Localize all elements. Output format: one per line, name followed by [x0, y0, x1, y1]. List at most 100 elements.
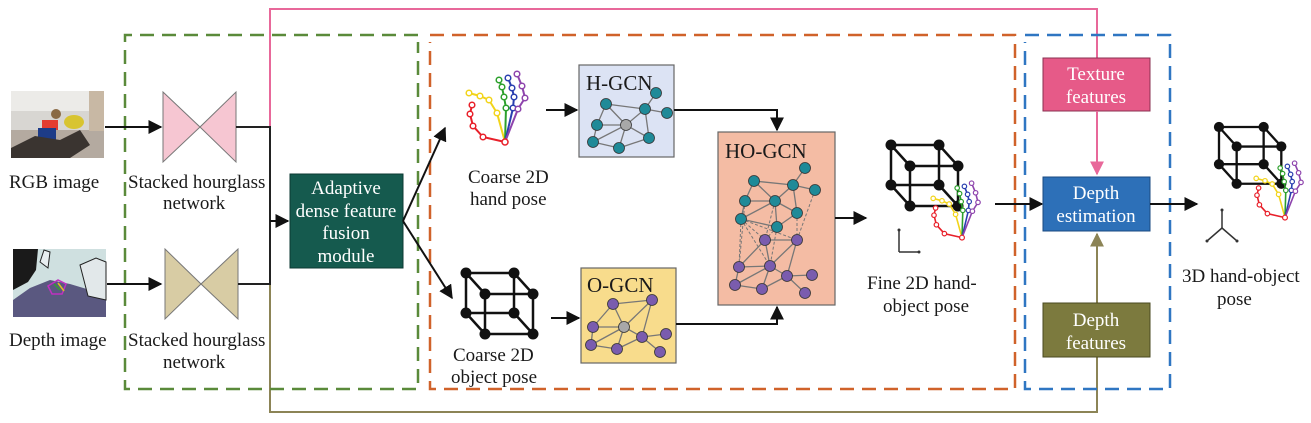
graph-node	[791, 234, 803, 246]
finger-joint	[479, 133, 487, 141]
finger-joint	[946, 201, 953, 207]
depth-features-box	[1042, 302, 1151, 358]
finger-joint	[932, 205, 939, 211]
cube-vertex	[885, 139, 897, 151]
graph-node	[587, 136, 599, 148]
wrist-joint	[1282, 214, 1289, 221]
rgb-image-thumbnail	[11, 91, 104, 158]
finger-joint	[495, 76, 503, 84]
ogcn-box	[580, 267, 677, 364]
output-label-line2: pose	[1217, 289, 1252, 310]
finger-joint	[975, 199, 981, 206]
cube-vertex	[1231, 141, 1242, 152]
coarse-object-cube	[460, 267, 539, 340]
finger-joint	[966, 198, 973, 205]
2d-axes-icon	[897, 228, 921, 254]
finger-joint	[954, 185, 961, 191]
hogcn-label: HO-GCN	[725, 139, 807, 163]
finger-joint	[476, 92, 484, 100]
finger-joint	[513, 70, 521, 78]
fusion-to-object-arrow	[402, 220, 453, 300]
finger-joint	[1264, 210, 1271, 217]
graph-dashed-edge	[769, 226, 778, 267]
graph-node	[739, 195, 751, 207]
texture-features-label-line1: Texture	[1067, 64, 1125, 85]
finger-joint	[468, 101, 476, 109]
graph-node	[799, 162, 811, 174]
depth-estimation-box	[1042, 176, 1151, 232]
finger-joint	[469, 122, 477, 130]
graph-node	[661, 107, 673, 119]
finger-joint	[1287, 171, 1294, 178]
fusion-label-line2: dense feature	[296, 201, 397, 222]
cube-vertex	[1213, 159, 1225, 170]
depth-features-label-line1: Depth	[1073, 310, 1120, 331]
finger-joint	[930, 195, 937, 202]
graph-node	[585, 339, 597, 351]
depth-estimation-label-line2: estimation	[1056, 206, 1136, 227]
fusion-label-line1: Adaptive	[311, 178, 381, 199]
finger-joint	[466, 110, 474, 118]
coarse-hand-label-line1: Coarse 2D	[468, 167, 549, 188]
graph-edge	[612, 299, 653, 305]
depth-feature-bus	[269, 263, 1098, 413]
finger-joint	[956, 190, 963, 197]
graph-node	[620, 119, 632, 131]
finger-joint	[952, 211, 959, 218]
finger-joint	[969, 208, 976, 215]
depth-image-label: Depth image	[9, 330, 107, 351]
graph-node	[781, 270, 793, 282]
fine-hand-skeleton	[930, 180, 981, 241]
fusion-label-line3: fusion	[322, 223, 370, 244]
graph-node	[764, 260, 776, 272]
hogcn-graph	[729, 162, 821, 299]
graph-node	[600, 98, 612, 110]
graph-node	[646, 294, 658, 306]
cube-vertex	[460, 267, 472, 279]
graph-node	[748, 175, 760, 187]
graph-edge	[734, 265, 771, 286]
graph-node	[733, 261, 745, 273]
ogcn-label: O-GCN	[587, 273, 654, 297]
cube-vertex	[904, 160, 916, 172]
graph-dashed-edge	[796, 189, 816, 241]
finger-joint	[959, 207, 966, 214]
finger-joint	[485, 96, 493, 104]
finger-joint	[931, 212, 937, 219]
finger-joint	[518, 82, 526, 90]
graph-node	[591, 119, 603, 131]
graph-edge	[786, 239, 798, 277]
fusion-module-box	[289, 173, 404, 269]
finger-joint	[493, 109, 501, 117]
finger-joint	[1255, 185, 1262, 191]
fusion-to-hand-arrow	[402, 126, 447, 222]
hgcn-label: H-GCN	[586, 71, 653, 95]
coarse-object-label-line2: object pose	[451, 367, 537, 388]
graph-dashed-edge	[740, 218, 771, 267]
coarse-hand-skeleton	[465, 70, 529, 146]
texture-features-box	[1042, 57, 1151, 112]
finger-joint	[1269, 181, 1276, 187]
cube-vertex	[527, 288, 539, 300]
output-label-line1: 3D hand-object	[1182, 266, 1300, 287]
finger-joint	[1289, 178, 1296, 185]
coarse-hand-label-line2: hand pose	[470, 189, 547, 210]
finger-joint	[961, 183, 968, 190]
finger-joint	[964, 191, 971, 198]
hgcn-graph	[587, 87, 673, 154]
graph-node	[618, 321, 630, 333]
cube-vertex	[1213, 121, 1225, 133]
graph-node	[735, 213, 747, 225]
graph-node	[769, 195, 781, 207]
graph-edge	[592, 124, 627, 143]
graph-edge	[769, 239, 798, 267]
finger-joint	[1256, 201, 1263, 208]
depth-region	[1023, 33, 1172, 391]
wrist-joint	[501, 138, 509, 146]
texture-features-label-line2: features	[1066, 87, 1126, 108]
depth-hourglass-label-line1: Stacked hourglass	[128, 330, 265, 351]
cube-vertex	[508, 267, 520, 279]
graph-node	[607, 298, 619, 310]
finger-joint	[939, 197, 945, 204]
